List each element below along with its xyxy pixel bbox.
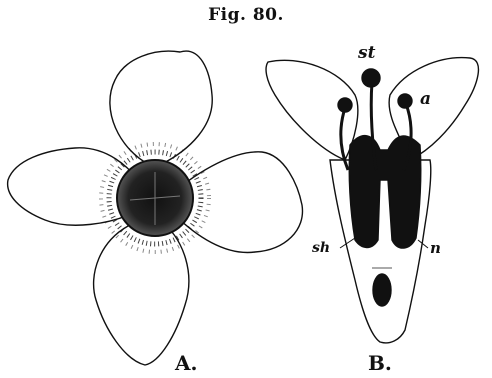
ovule [373, 274, 391, 306]
label-n: n [430, 239, 441, 257]
flower-top-view [8, 51, 303, 365]
label-B: B. [368, 351, 392, 375]
anther-right [398, 94, 412, 108]
label-A: A. [174, 351, 197, 375]
anther-left [338, 98, 352, 112]
label-st: st [357, 43, 376, 63]
stigma [362, 69, 380, 87]
label-a: a [420, 89, 431, 109]
petal-top [110, 51, 212, 165]
label-sh: sh [312, 240, 330, 256]
